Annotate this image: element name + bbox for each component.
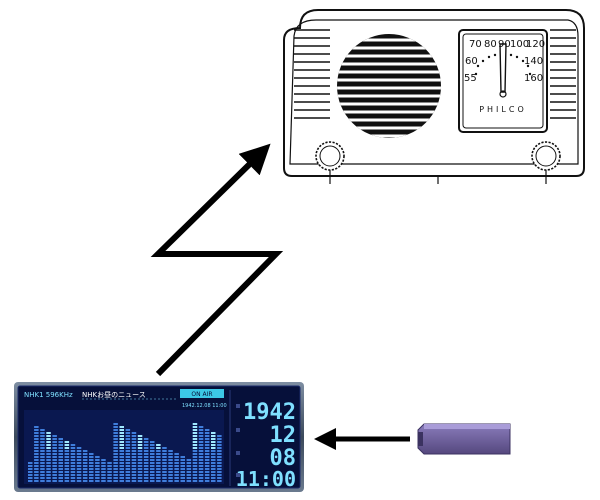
dial-label-100: 100 [510, 39, 529, 50]
dial-label-140: 140 [524, 56, 543, 67]
dial-label-70: 70 [469, 39, 482, 50]
left-knob [315, 141, 345, 184]
month-readout: 12 [270, 423, 297, 448]
time-readout: 11:00 [236, 467, 296, 491]
year-readout: 1942 [243, 400, 296, 425]
dial-label-80: 80 [484, 39, 497, 50]
program-label: NHKお昼のニュース [82, 391, 146, 399]
station-label: NHK1 596KHz [24, 391, 73, 399]
dial-label-55: 55 [464, 73, 477, 84]
memory-card-icon [417, 423, 511, 455]
left-grill-slats [294, 29, 330, 119]
on-air-badge [180, 389, 224, 398]
dial-label-120: 120 [526, 39, 545, 50]
dial-label-160: 160 [524, 73, 543, 84]
day-readout: 08 [270, 446, 297, 471]
on-air-badge-text: ON AIR [191, 391, 212, 398]
tabletop-radio-icon: 70 80 90 100 120 60 55 140 160 PHILCO [283, 9, 585, 184]
dial-label-90: 90 [498, 39, 511, 50]
tuning-dial: 70 80 90 100 120 60 55 140 160 PHILCO [458, 29, 548, 133]
dial-scale-dots [474, 53, 532, 76]
digital-display-panel: NHK1 596KHz NHKお昼のニュース ON AIR 1942.12.08… [14, 382, 304, 492]
dial-label-60: 60 [465, 56, 478, 67]
lightning-arrow-icon [150, 143, 284, 377]
right-grill-slats [550, 29, 576, 119]
spectrum-bars [28, 423, 222, 482]
right-knob [531, 141, 561, 184]
radio-brand: PHILCO [479, 105, 527, 114]
date-line: 1942.12.08 11:00 [182, 403, 227, 409]
left-arrow-icon [314, 428, 410, 450]
